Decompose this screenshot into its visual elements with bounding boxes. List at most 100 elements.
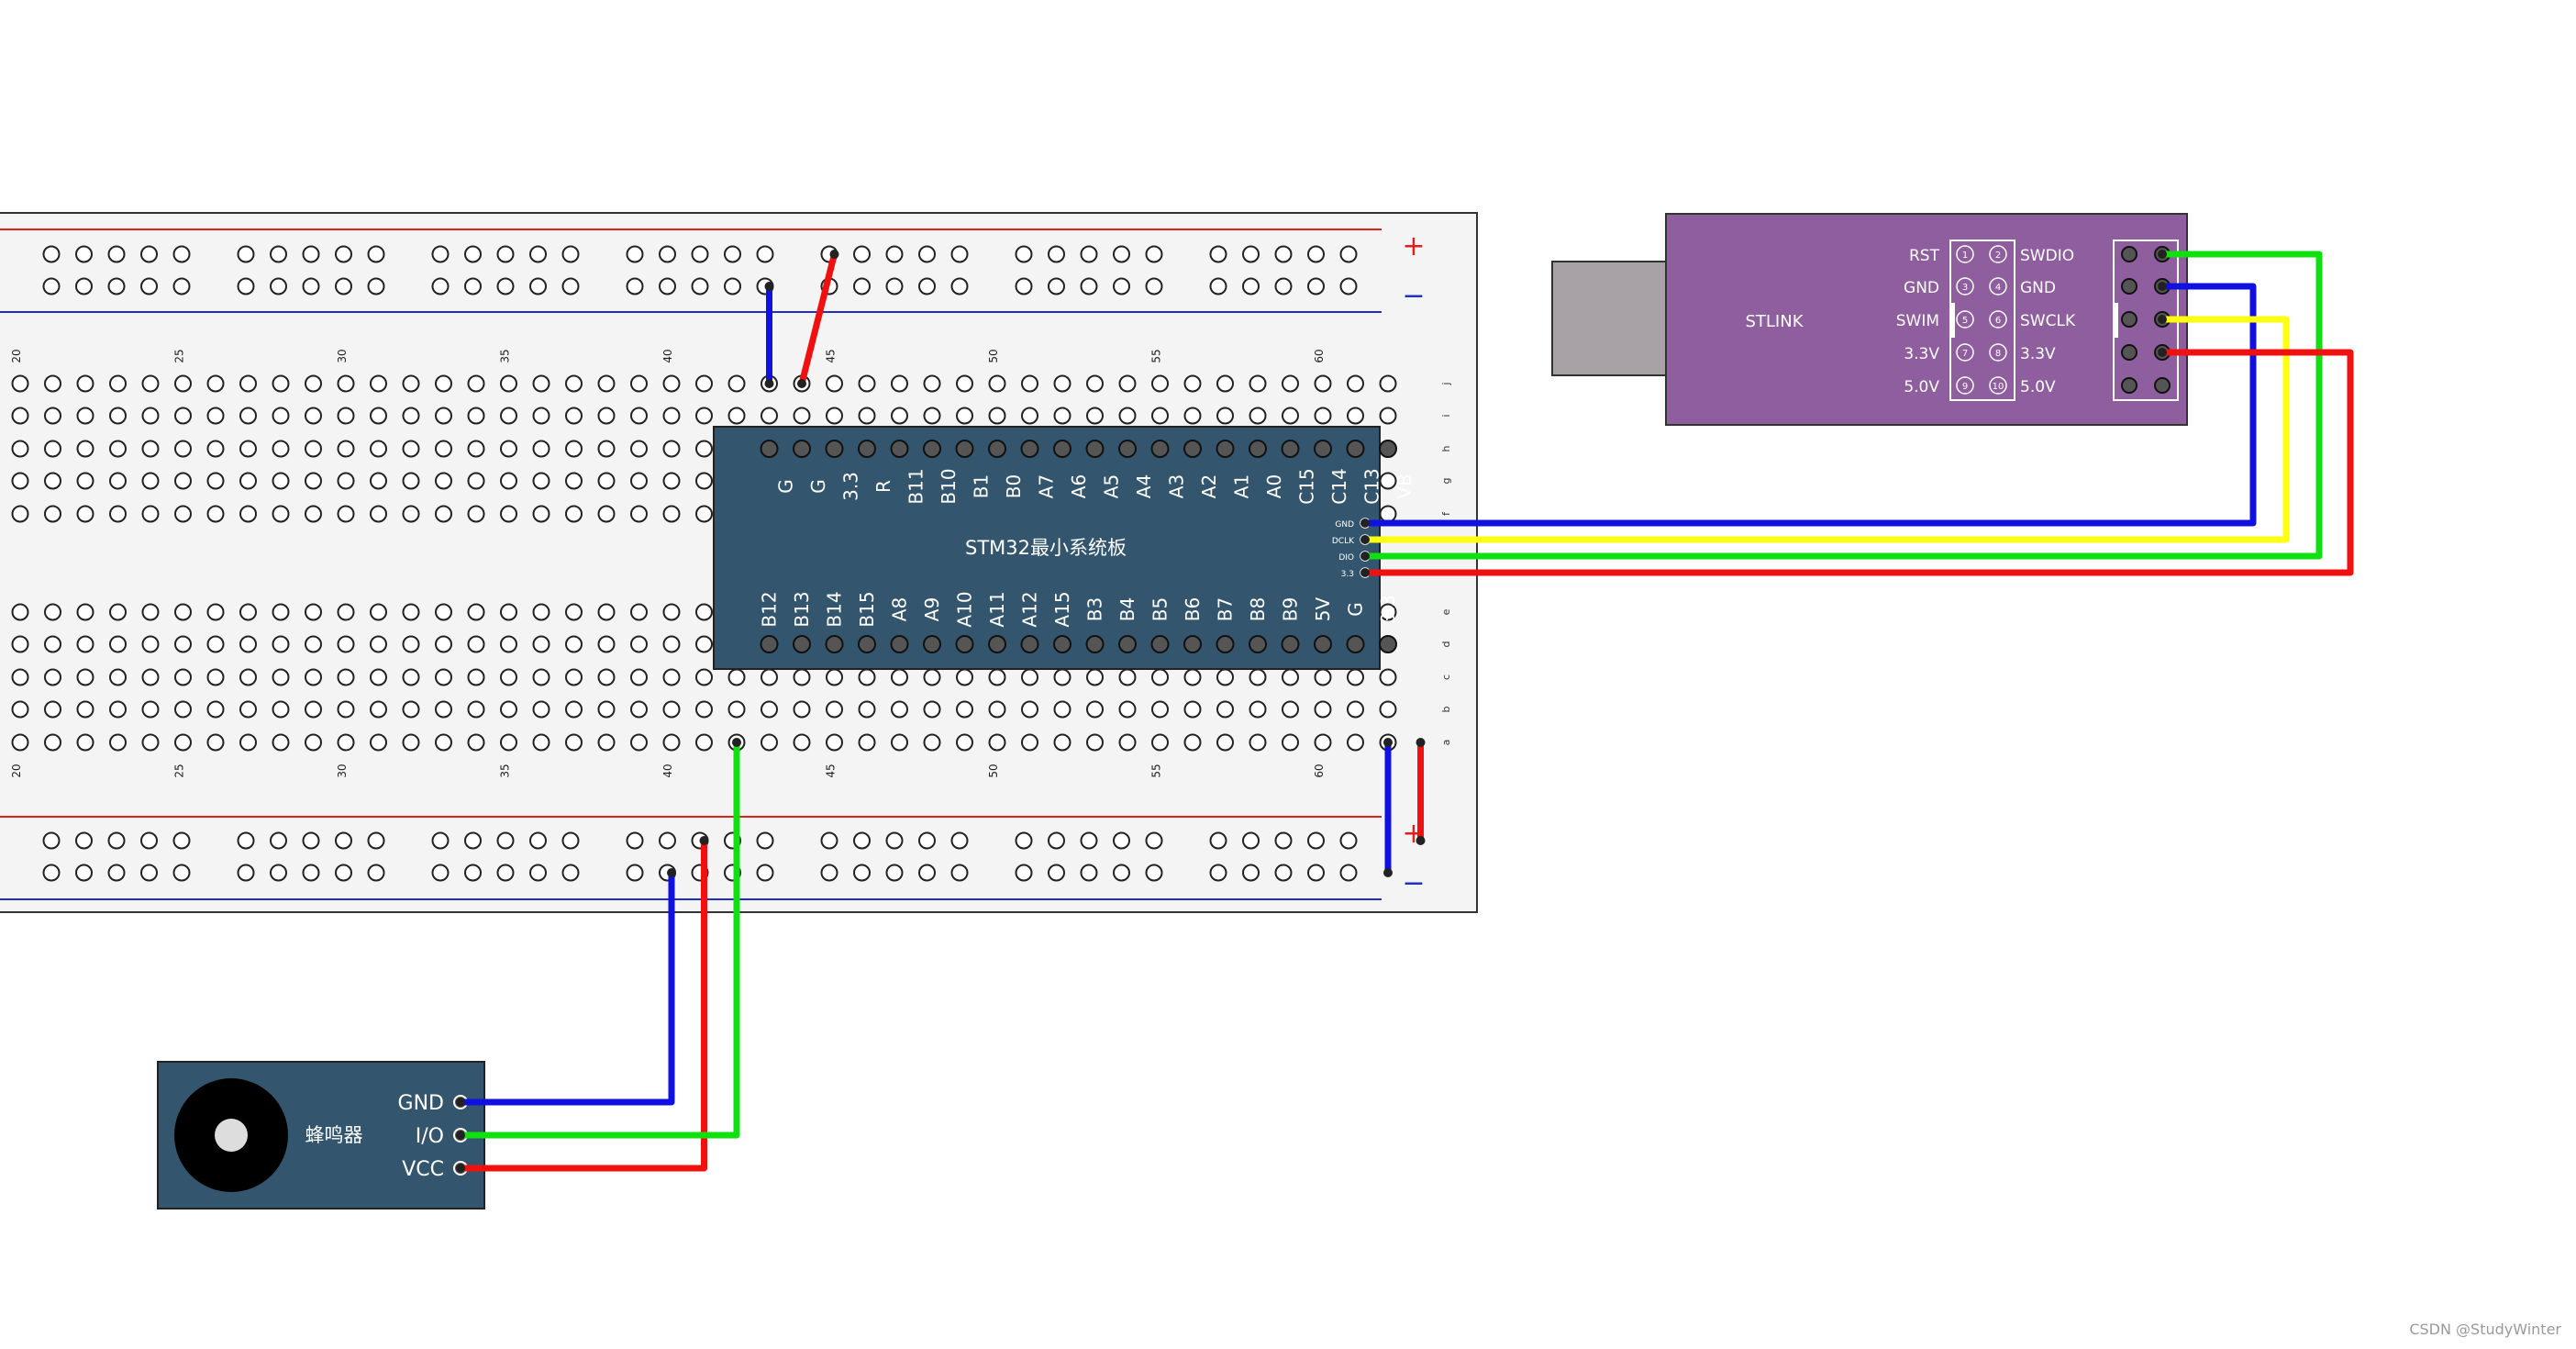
- mcu-pin-label-top: B1: [971, 474, 993, 498]
- mcu-pin-top: [760, 440, 779, 458]
- breadboard-hole: [109, 505, 127, 523]
- breadboard-hole: [1118, 668, 1137, 686]
- rail-hole: [302, 277, 320, 295]
- rail-hole: [561, 277, 580, 295]
- breadboard-hole: [337, 635, 355, 653]
- rail-hole: [1274, 831, 1293, 850]
- breadboard-hole: [1118, 374, 1137, 393]
- rail-hole: [561, 864, 580, 882]
- breadboard-hole: [272, 374, 290, 393]
- breadboard-hole: [532, 733, 550, 752]
- breadboard-hole: [1183, 700, 1202, 719]
- rail-hole: [140, 864, 158, 882]
- breadboard-hole: [370, 472, 387, 490]
- breadboard-hole: [826, 700, 843, 719]
- breadboard-hole: [1086, 733, 1104, 752]
- breadboard-hole: [1021, 668, 1038, 686]
- wire-swd-clk-end: [1360, 535, 1370, 544]
- mcu-pin-label-top: R: [872, 480, 894, 493]
- breadboard-hole: [826, 668, 843, 686]
- rail-hole: [756, 245, 774, 263]
- breadboard-holes: [11, 245, 1397, 882]
- breadboard-hole: [826, 407, 843, 425]
- breadboard-hole: [272, 700, 290, 719]
- rail-hole: [431, 864, 450, 882]
- row-label: a: [1440, 740, 1452, 746]
- breadboard-hole: [206, 668, 225, 686]
- breadboard-hole: [174, 374, 192, 393]
- mcu-pin-label-bottom: B14: [824, 591, 846, 627]
- buzzer-center: [215, 1119, 248, 1152]
- breadboard-hole: [109, 440, 127, 458]
- wire-swd-3v3-end: [2158, 348, 2167, 357]
- rail-hole: [918, 277, 936, 295]
- breadboard-hole: [1347, 374, 1364, 393]
- stlink-label-right: SWCLK: [2020, 312, 2076, 330]
- breadboard-hole: [500, 440, 517, 458]
- breadboard-hole: [337, 407, 355, 425]
- breadboard-hole: [1249, 733, 1267, 752]
- breadboard-hole: [1151, 700, 1169, 719]
- rail-hole: [75, 831, 93, 850]
- mcu-pin-bottom: [1346, 635, 1365, 653]
- breadboard-hole: [695, 635, 713, 653]
- breadboard-hole: [1021, 700, 1038, 719]
- breadboard-hole: [305, 733, 322, 752]
- breadboard-hole: [1249, 374, 1267, 393]
- breadboard-hole: [597, 440, 616, 458]
- breadboard-hole: [793, 733, 811, 752]
- mcu-pin-bottom: [923, 635, 941, 653]
- debug-pin-label: DIO: [1338, 553, 1354, 563]
- stlink-pin: [2121, 311, 2137, 328]
- wire-swd-dio: [1365, 251, 2323, 560]
- breadboard-hole: [532, 700, 550, 719]
- breadboard-hole: [1216, 374, 1234, 393]
- rail-hole: [853, 245, 871, 263]
- breadboard-hole: [793, 407, 811, 425]
- breadboard-hole: [597, 635, 616, 653]
- breadboard-hole: [1086, 668, 1104, 686]
- breadboard-hole: [532, 668, 550, 686]
- breadboard-hole: [956, 668, 973, 686]
- row-label: h: [1440, 445, 1452, 452]
- mcu-pin-top: [1379, 440, 1397, 458]
- breadboard-hole: [11, 440, 29, 458]
- breadboard-hole: [891, 668, 908, 686]
- row-label: f: [1440, 511, 1452, 516]
- breadboard-hole: [370, 505, 387, 523]
- breadboard-hole: [402, 407, 420, 425]
- wire-bottom-rail-gnd-end: [1383, 738, 1393, 747]
- column-label-top: 60: [1313, 349, 1326, 362]
- rail-hole: [820, 864, 838, 882]
- rail-hole: [496, 831, 515, 850]
- breadboard-hole: [727, 407, 746, 425]
- rail-hole: [1307, 864, 1325, 882]
- stlink-label-left: GND: [1904, 279, 1939, 297]
- breadboard-hole: [858, 700, 876, 719]
- column-label-top: 50: [987, 349, 1000, 362]
- mcu-pin-bottom: [988, 635, 1006, 653]
- rail-hole: [1274, 277, 1293, 295]
- mcu-pin-top: [1183, 440, 1202, 458]
- breadboard-hole: [206, 505, 225, 523]
- mcu-pin-top: [1085, 440, 1105, 458]
- breadboard-hole: [141, 407, 160, 425]
- rail-hole: [950, 864, 969, 882]
- mcu-pin-label-bottom: B8: [1247, 597, 1269, 621]
- breadboard-hole: [1086, 374, 1104, 393]
- breadboard-hole: [1249, 407, 1267, 425]
- breadboard-hole: [1314, 374, 1332, 393]
- rail-hole: [1080, 864, 1098, 882]
- breadboard-hole: [239, 505, 257, 523]
- breadboard-hole: [630, 733, 648, 752]
- rail-hole: [270, 277, 287, 295]
- rail-hole: [529, 245, 547, 263]
- breadboard-hole: [662, 635, 681, 653]
- breadboard-hole: [141, 472, 160, 490]
- rail-hole: [1015, 864, 1033, 882]
- breadboard-hole: [565, 668, 583, 686]
- breadboard-hole: [597, 407, 616, 425]
- rail-hole: [367, 831, 385, 850]
- breadboard-hole: [1021, 733, 1038, 752]
